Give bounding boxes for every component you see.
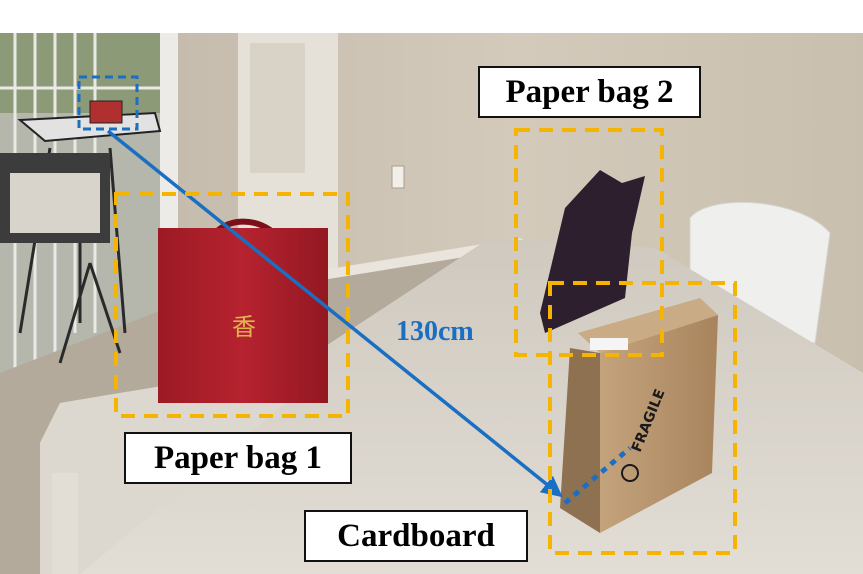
- paper-bag-1-box: [114, 192, 350, 418]
- dark-paper-bag: [540, 170, 645, 333]
- box-surface-dotted-line: [563, 446, 632, 505]
- room-scene: 香 FRAGILE: [0, 33, 863, 574]
- radar-device: [89, 100, 123, 124]
- cardboard-box: FRAGILE: [560, 298, 718, 533]
- cardboard-box-outline: [548, 281, 737, 555]
- label-cardboard: Cardboard: [304, 510, 528, 562]
- wall-outlet: [391, 165, 405, 189]
- paper-bag-2-box: [514, 128, 664, 357]
- device-marker-box: [77, 75, 139, 131]
- label-paper-bag-2: Paper bag 2: [478, 66, 701, 118]
- bag-logo: 香: [232, 313, 256, 341]
- table-leg: [52, 473, 78, 574]
- red-paper-bag: 香: [158, 218, 328, 403]
- label-paper-bag-1: Paper bag 1: [124, 432, 352, 484]
- distance-label: 130cm: [396, 316, 474, 347]
- distance-arrow: [106, 129, 563, 498]
